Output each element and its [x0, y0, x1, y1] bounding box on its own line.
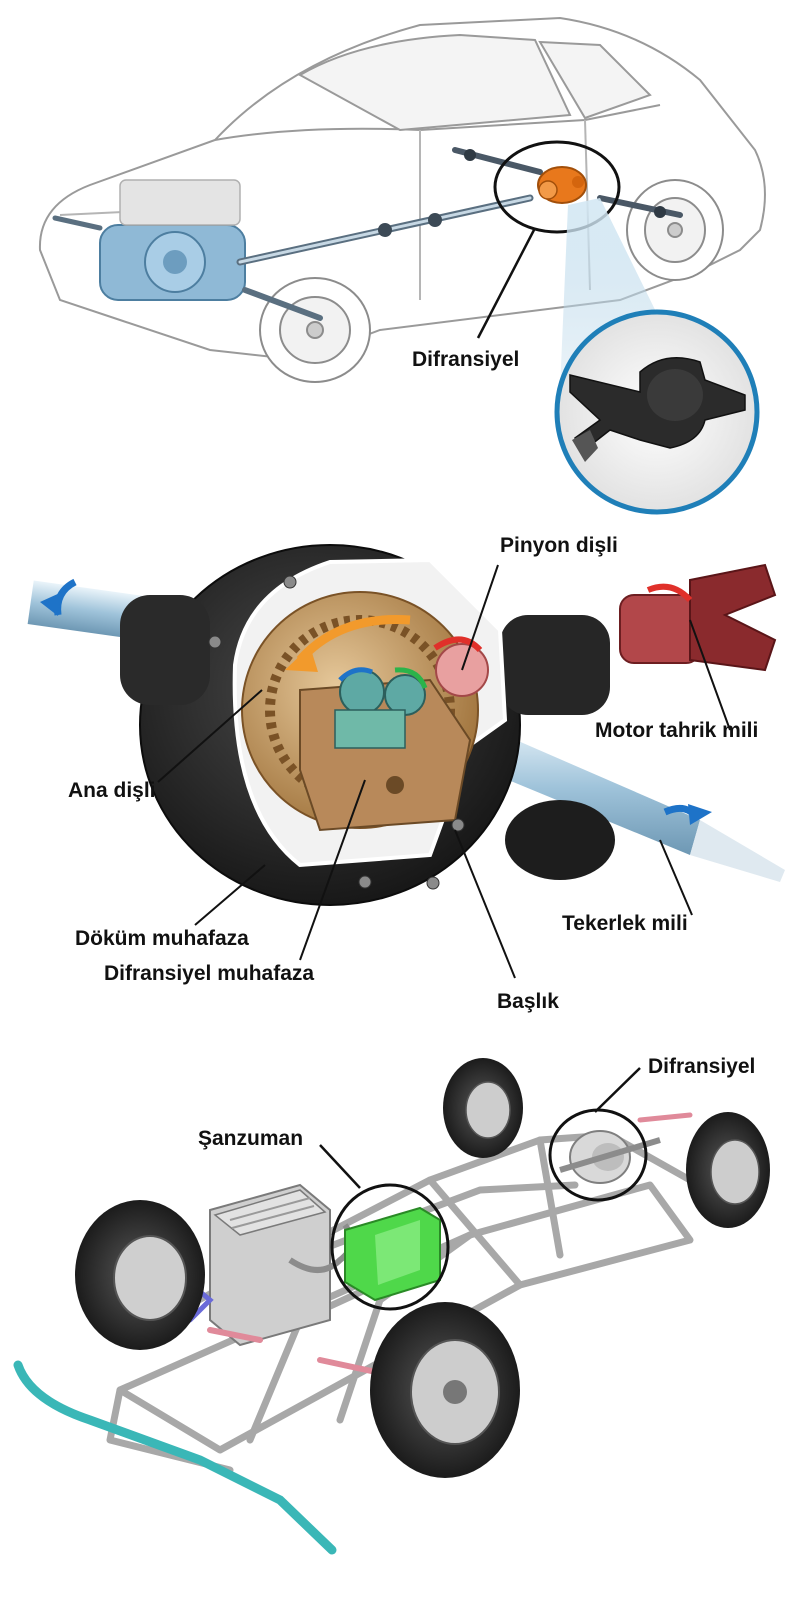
spider-gears — [334, 669, 426, 749]
label-cast-housing: Döküm muhafaza — [75, 927, 249, 950]
leader-lines — [319, 1067, 641, 1189]
front-bumper — [13, 1360, 337, 1555]
pinion-arrow — [433, 636, 483, 653]
engine-block — [209, 1183, 331, 1347]
label-motor-drive-shaft: Motor tahrik mili — [595, 719, 758, 742]
zoom-circle — [554, 309, 760, 515]
differential-unit — [537, 166, 587, 204]
rear-right-tire — [686, 1112, 770, 1228]
transmission-unit — [344, 1206, 441, 1302]
label-wheel-shaft: Tekerlek mili — [562, 912, 688, 935]
drive-shaft — [52, 194, 534, 321]
right-rotation-arrowhead — [688, 804, 712, 825]
drive-shaft-yoke — [619, 563, 777, 672]
differential-highlight-circle — [493, 140, 621, 234]
front-right-tire — [370, 1302, 520, 1478]
chassis-illustration: Difransiyel Şanzuman — [13, 1055, 770, 1555]
spider-arrow-blue — [338, 667, 373, 682]
transmission-highlight-circle — [330, 1183, 450, 1311]
differential-illustration: Pinyon dişli Motor tahrik mili Ana dişli… — [27, 534, 785, 1013]
differential-cutaway-figure: Pinyon dişli Motor tahrik mili Ana dişli… — [0, 520, 800, 1020]
leader-lines — [157, 564, 731, 979]
label-differential: Difransiyel — [412, 348, 519, 371]
left-rotation-arrowhead — [40, 592, 62, 616]
car-drivetrain-figure: Difransiyel — [0, 0, 800, 520]
rear-axle — [452, 147, 683, 218]
spider-arrow-green — [394, 667, 428, 689]
drive-shaft-arrow — [646, 583, 693, 603]
label-differential-housing: Difransiyel muhafaza — [104, 962, 314, 985]
differential-housing — [299, 678, 472, 832]
rear-left-tire — [443, 1058, 523, 1158]
chassis-figure: Difransiyel Şanzuman — [0, 1020, 800, 1600]
ring-gear-arrowhead — [285, 646, 318, 672]
car-illustration: Difransiyel — [38, 16, 766, 515]
label-differential: Difransiyel — [648, 1055, 755, 1078]
rear-differential-unit — [559, 1130, 661, 1184]
label-ring-gear: Ana dişli — [68, 779, 156, 802]
right-wheel-shaft — [460, 720, 785, 882]
differential-leader-line — [476, 227, 537, 339]
front-wheel — [259, 277, 371, 383]
label-pinion-gear: Pinyon dişli — [500, 534, 618, 557]
label-cap: Başlık — [497, 990, 559, 1013]
label-transmission: Şanzuman — [198, 1127, 303, 1150]
rear-wheel — [626, 179, 724, 281]
engine-gearbox — [99, 179, 246, 301]
housing-bolts — [208, 575, 465, 890]
front-left-tire — [75, 1200, 205, 1350]
